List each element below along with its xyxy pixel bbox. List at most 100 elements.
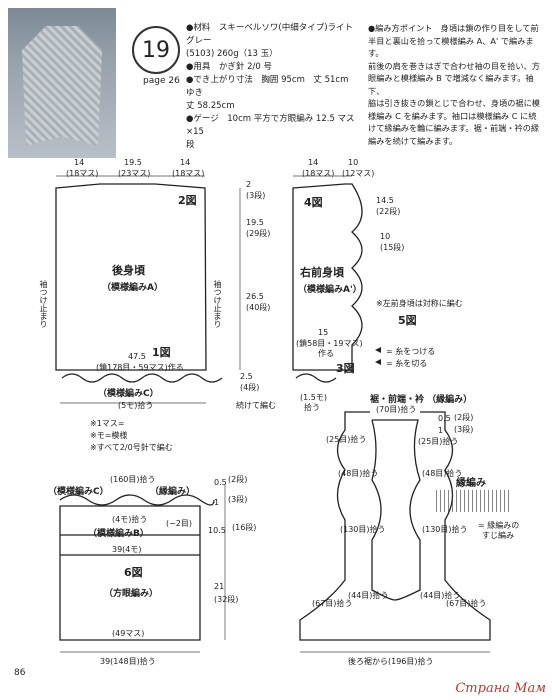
knit-point-line: 眼編みと模様編み B で増減なく編みます。袖下、 bbox=[368, 73, 534, 96]
sleeve-edging: （縁編み） bbox=[150, 487, 196, 497]
cut-yarn-icon bbox=[375, 359, 381, 365]
sleeve-right-dim: 10.5 bbox=[208, 526, 226, 535]
spec-line: ●用具 かぎ針 2/0 号 bbox=[186, 62, 273, 72]
sleeve-pattern-b: （模様編みB） bbox=[88, 529, 149, 539]
front-dim: 10 bbox=[348, 158, 359, 167]
spec-line: (5103) 260g（13 玉） bbox=[186, 49, 278, 59]
materials-spec: ●材料 スキーベルソワ(中細タイプ)ライトグレー (5103) 260g（13 … bbox=[186, 22, 357, 152]
garment-illustration bbox=[22, 26, 102, 146]
back-hem-wave bbox=[61, 373, 223, 383]
border-note: すじ編み bbox=[482, 531, 514, 540]
join-yarn-icon bbox=[375, 347, 381, 353]
knit-point-line: 様編み C を編みます。袖口は模様編み C に続 bbox=[368, 110, 537, 121]
back-body-outline bbox=[55, 183, 207, 371]
garment-photo bbox=[8, 8, 116, 158]
page-reference: page 26 bbox=[143, 76, 180, 86]
pattern-number-badge: 19 bbox=[132, 26, 180, 74]
front-outline bbox=[292, 183, 363, 371]
back-subtitle: （模様編みA） bbox=[102, 283, 163, 293]
back-dim: 14 bbox=[74, 158, 85, 167]
spec-line: 丈 58.25cm bbox=[186, 101, 235, 111]
border-right-count: (48目)拾う bbox=[422, 469, 463, 478]
front-figure-label: 4図 bbox=[304, 196, 323, 209]
border-left-column bbox=[299, 411, 400, 641]
back-right-dim: 26.5 bbox=[246, 292, 264, 301]
back-chain-width: 47.5 bbox=[128, 352, 146, 361]
figure-1-label: 1図 bbox=[152, 346, 171, 359]
front-subtitle: （模様編みA'） bbox=[298, 285, 362, 295]
watermark: Страна Мам bbox=[455, 681, 546, 696]
knitting-points: ●編み方ポイント 身頃は鎖の作り目をして前 半目と裏山を拾って模様編み A、A'… bbox=[368, 22, 546, 147]
sleeve-right-dim: 1 bbox=[214, 498, 220, 507]
sleeve-right-dim: (32段) bbox=[214, 595, 239, 604]
back-right-dim: 2 bbox=[246, 180, 252, 189]
front-right-dim: 10 bbox=[380, 232, 391, 241]
back-dim: 19.5 bbox=[124, 158, 142, 167]
sleeve-bottom: 39(148目)拾う bbox=[100, 657, 156, 666]
border-dim: (3段) bbox=[454, 425, 474, 434]
legend-join: = 糸をつける bbox=[386, 347, 436, 356]
back-pattern-c: （模様編みC） bbox=[98, 389, 159, 399]
sleeve-top-wave bbox=[59, 494, 215, 506]
border-left-count: (130目)拾う bbox=[340, 525, 386, 534]
front-chain-width: 15 bbox=[318, 328, 329, 337]
note-line: ※1マス= bbox=[90, 419, 125, 428]
front-chain-note: (鎖58目・19マス) bbox=[296, 339, 363, 348]
sleeve-pickup-top: (160目)拾う bbox=[110, 475, 156, 484]
back-pickup: (5モ)拾う bbox=[118, 401, 154, 410]
border-title: 裾・前端・衿 （縁編み） bbox=[370, 395, 473, 405]
border-bottom-count: (44目)拾う bbox=[348, 591, 389, 600]
figure-6-label: 6図 bbox=[124, 566, 143, 579]
border-dim: 0.5 bbox=[438, 414, 451, 423]
join-note: 続けて編む bbox=[236, 401, 276, 410]
front-title: 右前身頃 bbox=[300, 266, 344, 279]
back-right-dim: (3段) bbox=[246, 191, 266, 200]
sleeve-width-b: 39(4モ) bbox=[112, 545, 142, 554]
left-front-note: ※左前身頃は対称に編む bbox=[376, 299, 463, 308]
note-line: ※すべて2/0号針で編む bbox=[90, 443, 173, 452]
front-right-dim: (15段) bbox=[380, 243, 405, 252]
border-left-count: (25目)拾う bbox=[326, 435, 367, 444]
front-pickup-2: 拾う bbox=[304, 403, 320, 412]
spec-line: ●でき上がり寸法 胸囲 95cm 丈 51cm ゆき bbox=[186, 75, 357, 98]
front-hem-wave bbox=[295, 373, 337, 383]
figure-5-label: 5図 bbox=[398, 314, 417, 327]
knit-point-line: ●編み方ポイント 身頃は鎖の作り目をして前 bbox=[368, 23, 539, 33]
back-right-dim: 19.5 bbox=[246, 218, 264, 227]
note-line: ※モ=模様 bbox=[90, 431, 128, 440]
sleeve-squares: (49マス) bbox=[112, 629, 145, 638]
back-sleeve-marker-right: 袖つけ止まり bbox=[213, 280, 222, 328]
back-sleeve-marker-left: 袖つけ止まり bbox=[39, 280, 48, 328]
figure-3-label: 3図 bbox=[336, 362, 355, 375]
sleeve-outline bbox=[59, 505, 201, 641]
knit-point-line: 脇は引き抜きの鎖とじで合わせ、身頃の裾に模 bbox=[368, 98, 540, 108]
border-neck: (70目)拾う bbox=[376, 405, 417, 414]
back-right-dim: (4段) bbox=[240, 383, 260, 392]
sleeve-right-dim: 21 bbox=[214, 582, 225, 591]
back-dim: (18マス) bbox=[172, 169, 205, 178]
border-bottom-count: (44目)拾う bbox=[420, 591, 461, 600]
back-figure-label: 2図 bbox=[178, 194, 197, 207]
page-number: 86 bbox=[14, 668, 26, 678]
border-note: = 縁編みの bbox=[478, 521, 520, 530]
sleeve-right-dim: (2段) bbox=[228, 475, 248, 484]
spec-line: ●材料 スキーベルソワ(中細タイプ)ライトグレー bbox=[186, 23, 354, 46]
knit-point-line: 半目と裏山を拾って模様編み A、A' で編みます。 bbox=[368, 35, 534, 59]
legend-cut: = 糸を切る bbox=[386, 359, 428, 368]
border-left-count: (67目)拾う bbox=[312, 599, 353, 608]
back-right-dim: 2.5 bbox=[240, 372, 253, 381]
sleeve-pattern-c: （模様編みC） bbox=[48, 487, 109, 497]
sleeve-decrease: (−2目) bbox=[166, 519, 193, 528]
back-title: 後身頃 bbox=[112, 264, 145, 277]
sleeve-mo-count: (4モ)拾う bbox=[112, 515, 148, 524]
border-edging-label: 縁編み bbox=[456, 478, 486, 489]
sleeve-right-dim: (16段) bbox=[232, 523, 257, 532]
front-pickup: (1.5モ) bbox=[300, 393, 327, 402]
sleeve-right-dim: 0.5 bbox=[214, 478, 227, 487]
spec-line: ●ゲージ 10cm 平方で方眼編み 12.5 マス×15 bbox=[186, 114, 355, 137]
back-dim: (18マス) bbox=[66, 169, 99, 178]
border-dim: (2段) bbox=[454, 413, 474, 422]
sleeve-mesh: （方眼編み） bbox=[104, 589, 159, 599]
border-inner-zigzag bbox=[371, 419, 421, 601]
back-chain-note: (鎖178目・59マス)作る bbox=[96, 363, 184, 372]
